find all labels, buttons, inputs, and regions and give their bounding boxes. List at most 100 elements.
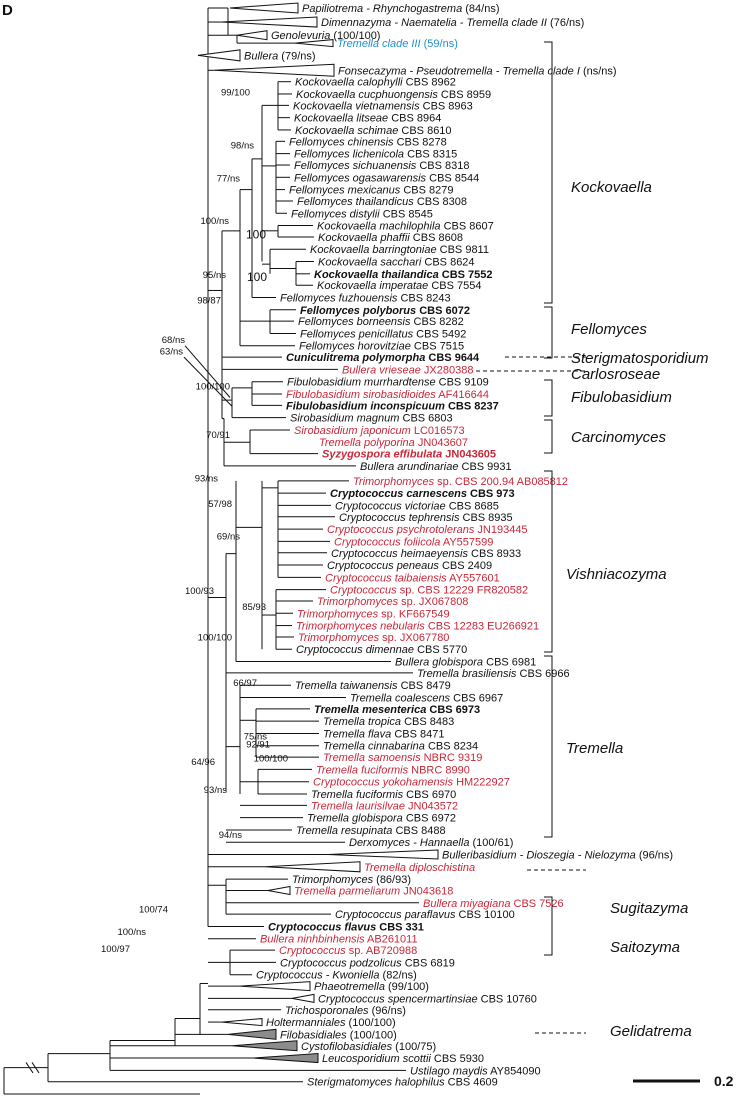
tip-label: Cryptococcus - Kwoniella (82/ns) <box>256 970 417 982</box>
panel-letter: D <box>2 2 13 19</box>
taxon-name: Cryptococcus <box>279 945 346 957</box>
support-value: 93/ns <box>204 785 227 796</box>
taxon-name: Tremella parmeliarum <box>294 885 400 897</box>
taxon-name: Kockovaella sacchari <box>318 257 422 269</box>
taxon-code: HM222927 <box>453 777 510 789</box>
tip-label: Tremella polyporina JN043607 <box>319 437 468 449</box>
taxon-name: Tremella cinnabarina <box>323 741 425 753</box>
taxon-code: LC016573 <box>411 425 465 437</box>
taxon-code: CBS 8278 <box>394 136 447 148</box>
tip-label: Tremella clade III (59/ns) <box>337 38 458 50</box>
taxon-name: Tremella coalescens <box>350 692 451 704</box>
tip-label: Kockovaella machilophila CBS 8607 <box>317 221 494 233</box>
collapsed-clade-triangle <box>229 2 299 14</box>
taxon-name: Cryptococcus dimennae <box>296 644 414 656</box>
taxon-code: JN043618 <box>400 885 453 897</box>
taxon-name: Kockovaella vietnamensis <box>293 100 420 112</box>
taxon-name: Tremella clade III <box>337 38 421 50</box>
tip-label: Fonsecazyma - Pseudotremella - Tremella … <box>338 65 617 77</box>
clade-name: Vishniacozyma <box>566 566 667 583</box>
clade-name: Saitozyma <box>610 939 680 956</box>
branch-155 <box>184 345 231 398</box>
tip-label: Cryptococcus tephrensis CBS 8935 <box>339 512 513 524</box>
taxon-code: CBS 8959 <box>438 89 491 101</box>
support-value: 93/ns <box>195 474 218 485</box>
tip-label: Kockovaella cucphuongensis CBS 8959 <box>296 89 491 101</box>
tip-label: Trimorphomyces sp. JX067808 <box>317 596 468 608</box>
support-value: 94/ns <box>219 830 242 841</box>
taxon-code: CBS 7526 <box>510 898 563 910</box>
taxon-name: Fibulobasidium sirobasidioides <box>286 389 436 401</box>
taxon-name: Kockovaella barringtoniae <box>310 244 437 256</box>
clade-bracket <box>544 379 553 417</box>
taxon-name: Trimorphomyces <box>353 476 435 488</box>
tip-label: Tremella globispora CBS 6972 <box>307 813 456 825</box>
taxon-name: Tremella tropica <box>323 716 401 728</box>
taxon-code: CBS 331 <box>376 921 424 933</box>
tip-label: Tremella cinnabarina CBS 8234 <box>323 741 478 753</box>
taxon-code: CBS 6966 <box>516 668 569 680</box>
tip-label: Tremella samoensis NBRC 9319 <box>323 752 482 764</box>
taxon-name: Cryptococcus carnescens <box>330 488 467 500</box>
tip-label: Cryptococcus foliicola AY557599 <box>334 536 493 548</box>
taxon-code: CBS 9811 <box>437 244 489 256</box>
taxon-name: Fellomyces mexicanus <box>289 185 401 197</box>
taxon-name: Kockovaella thailandica <box>314 269 439 281</box>
taxon-name: Cryptococcus - Kwoniella <box>256 970 380 982</box>
taxon-code: (100/61) <box>469 837 513 849</box>
tip-label: Kockovaella vietnamensis CBS 8963 <box>293 100 473 112</box>
taxon-code: CBS 7515 <box>411 341 464 353</box>
taxon-code: (82/ns) <box>380 970 417 982</box>
tip-label: Tremella fuciformis CBS 6970 <box>311 789 456 801</box>
taxon-code: sp. CBS 12229 FR820582 <box>397 585 528 597</box>
tip-label: Sirobasidium japonicum LC016573 <box>294 425 465 437</box>
tip-label: Fellomyces sichuanensis CBS 8318 <box>294 160 469 172</box>
tip-label: Tremella diploschistina <box>364 862 475 874</box>
taxon-name: Cryptococcus peneaus <box>327 560 439 572</box>
tip-label: Sterigmatomyces halophilus CBS 4609 <box>307 1077 498 1089</box>
taxon-code: (59/ns) <box>421 38 458 50</box>
taxon-code: CBS 8963 <box>420 100 473 112</box>
taxon-code: CBS 2409 <box>439 560 492 572</box>
tip-label: Tremella tropica CBS 8483 <box>323 716 454 728</box>
taxon-code: CBS 8315 <box>404 149 457 161</box>
tip-label: Tremella fuciformis NBRC 8990 <box>316 764 470 776</box>
taxon-name: Filobasidiales <box>280 1029 347 1041</box>
taxon-name: Tremella flava <box>323 728 391 740</box>
tip-label: Fellomyces thailandicus CBS 8308 <box>297 196 467 208</box>
taxon-name: Fibulobasidium inconspicuum <box>286 400 445 412</box>
taxon-code: CBS 8544 <box>426 172 479 184</box>
support-value: 64/96 <box>191 757 215 768</box>
taxon-name: Bullera <box>244 50 278 62</box>
taxon-name: Kockovaella calophylli <box>295 77 403 89</box>
taxon-code: CBS 6803 <box>399 413 452 425</box>
support-value: 98/ns <box>231 140 254 151</box>
clade-bracket <box>544 419 553 454</box>
taxon-name: Dimennazyma - Naematelia - Tremella clad… <box>321 17 547 29</box>
taxon-name: Kockovaella schimae <box>295 125 398 137</box>
collapsed-clade-triangle <box>327 849 439 860</box>
tip-label: Bullera miyagiana CBS 7526 <box>423 898 564 910</box>
taxon-code: CBS 12283 EU266921 <box>425 621 539 633</box>
taxon-name: Sterigmatomyces halophilus <box>307 1077 445 1089</box>
taxon-name: Cryptococcus foliicola <box>334 536 440 548</box>
taxon-name: Cryptococcus taibaiensis <box>325 572 447 584</box>
taxon-code: CBS 8608 <box>410 232 463 244</box>
taxon-name: Cryptococcus paraflavus <box>335 909 456 921</box>
taxon-code: (100/75) <box>392 1041 436 1053</box>
collapsed-clade-triangle <box>227 1028 277 1040</box>
tip-label: Bullera arundinariae CBS 9931 <box>360 461 512 473</box>
tip-label: Kockovaella barringtoniae CBS 9811 <box>310 244 489 256</box>
taxon-name: Genolevuria <box>271 30 330 42</box>
support-value: 100/100 <box>198 632 232 643</box>
taxon-name: Fellomyces polyborus <box>300 305 416 317</box>
clade-name: Fellomyces <box>571 321 647 338</box>
taxon-name: Fellomyces lichenicola <box>294 149 404 161</box>
tip-label: Fellomyces ogasawarensis CBS 8544 <box>294 172 479 184</box>
taxon-code: (100/100) <box>345 1017 395 1029</box>
clade-name: Sugitazyma <box>610 900 688 917</box>
support-value: 100/74 <box>139 904 168 915</box>
support-value: 77/ns <box>217 174 240 185</box>
taxon-code: CBS 5492 <box>413 328 466 340</box>
